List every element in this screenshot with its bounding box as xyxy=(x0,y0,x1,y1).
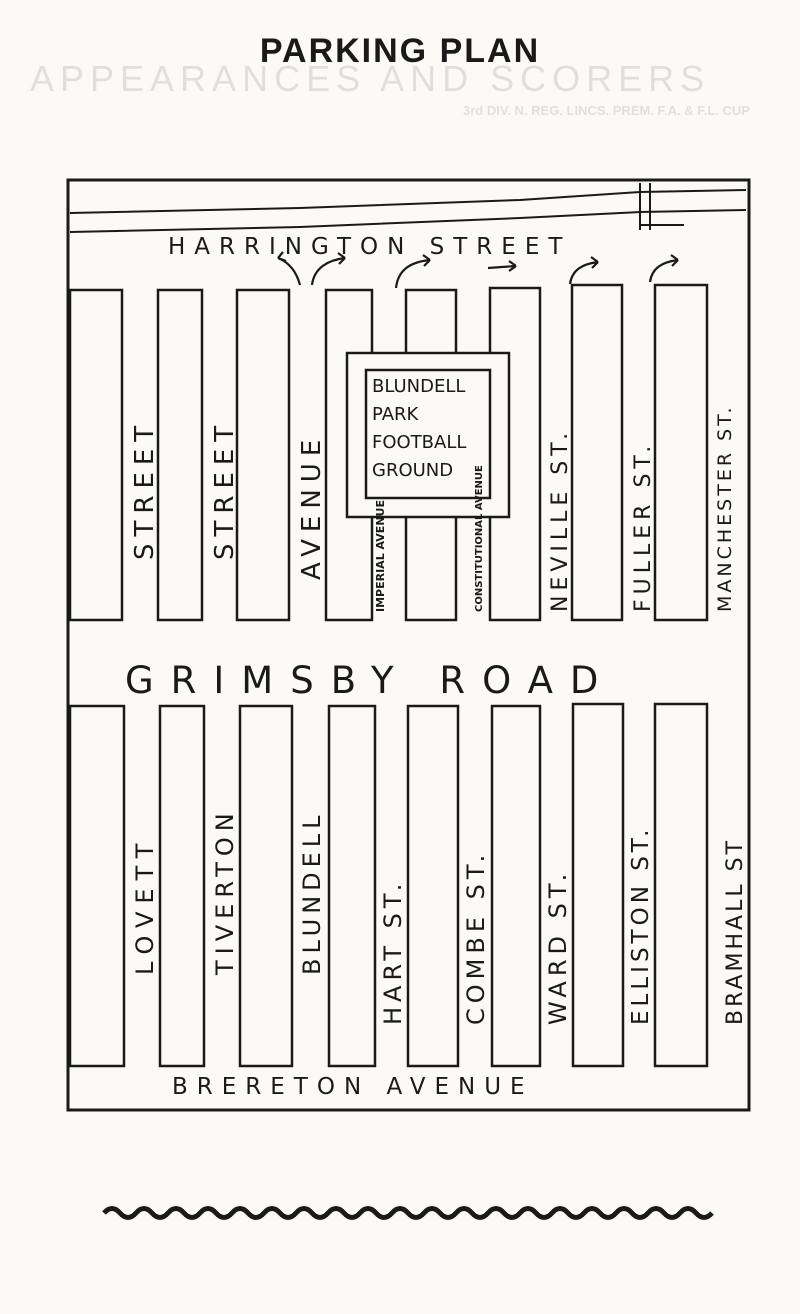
page-title: PARKING PLAN xyxy=(259,32,541,70)
railway-lines xyxy=(69,183,747,233)
arrow-icon xyxy=(508,260,517,272)
stadium xyxy=(345,351,511,519)
arrow-icon xyxy=(670,254,679,267)
arrow-icon xyxy=(277,256,302,286)
street-label-avenue: AVENUE xyxy=(297,433,327,580)
map-frame xyxy=(66,178,751,1112)
stadium-label-line-3: FOOTBALL xyxy=(372,432,466,453)
street-label-grimsby-road: GRIMSBY ROAD xyxy=(125,659,615,702)
street-label-upper-1: STREET xyxy=(130,419,160,560)
street-label-upper-2: STREET xyxy=(210,419,240,560)
arrow-icon xyxy=(422,254,431,267)
stadium-label-line-1: BLUNDELL xyxy=(372,376,465,397)
traffic-arrows xyxy=(277,251,679,289)
lower-blocks xyxy=(68,702,709,1068)
street-label-brereton-avenue: BRERETON AVENUE xyxy=(172,1074,534,1100)
street-label-blundell: BLUNDELL xyxy=(298,810,326,975)
street-label-combe: COMBE ST. xyxy=(462,850,490,1025)
arrow-icon xyxy=(648,258,679,283)
bleed-columns-header: 3rd DIV. N. REG. LINCS. PREM. F.A. & F.L… xyxy=(462,103,750,118)
arrow-icon xyxy=(487,264,517,270)
street-label-elliston: ELLISTON ST. xyxy=(628,826,654,1025)
stadium-label-line-2: PARK xyxy=(372,404,420,425)
arrow-icon xyxy=(277,251,287,263)
street-label-bramhall: BRAMHALL ST xyxy=(723,838,748,1025)
street-label-tiverton: TIVERTON xyxy=(211,807,239,976)
stadium-label-line-4: GROUND xyxy=(372,460,453,481)
street-label-lovett: LOVETT xyxy=(131,836,159,975)
arrow-icon xyxy=(394,258,431,289)
street-label-hart: HART ST. xyxy=(379,879,407,1025)
bleed-heading: APPEARANCES AND SCORERS xyxy=(30,58,711,99)
arrow-icon xyxy=(590,256,599,269)
arrow-icon xyxy=(568,260,599,285)
street-label-harrington: HARRINGTON STREET xyxy=(168,234,571,260)
street-label-neville: NEVILLE ST. xyxy=(548,428,573,612)
street-label-fuller: FULLER ST. xyxy=(631,441,656,612)
street-label-manchester: MANCHESTER ST. xyxy=(714,404,736,612)
street-label-imperial-avenue: IMPERIAL AVENUE xyxy=(374,500,387,612)
arrow-icon xyxy=(310,256,346,286)
street-label-constitutional-avenue: CONSTITUTIONAL AVENUE xyxy=(474,465,485,612)
wavy-divider xyxy=(102,1206,714,1220)
arrow-icon xyxy=(337,252,346,265)
street-label-ward: WARD ST. xyxy=(544,869,572,1025)
